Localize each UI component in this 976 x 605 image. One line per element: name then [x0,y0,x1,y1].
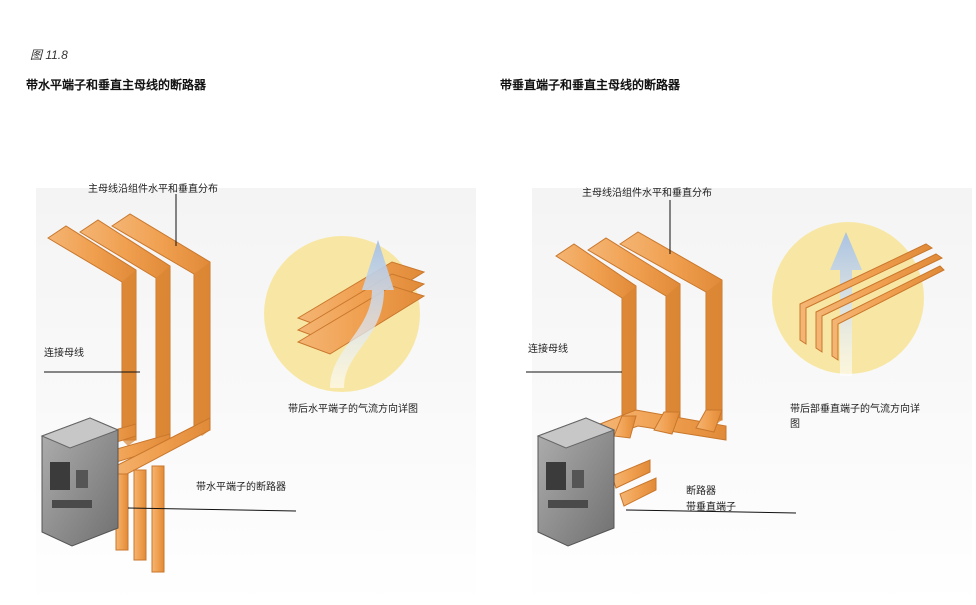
left-main-busbar-label: 主母线沿组件水平和垂直分布 [88,184,218,195]
right-breaker [536,417,616,547]
left-lower-terminals [115,465,165,573]
right-leader-lines [526,200,797,514]
right-airflow-detail [772,222,945,376]
right-panel-title: 带垂直端子和垂直主母线的断路器 [500,78,681,92]
left-breaker [40,417,120,547]
figure-number: 图 11.8 [30,48,68,62]
right-main-busbars [555,231,723,426]
right-main-busbar-label: 主母线沿组件水平和垂直分布 [582,188,712,199]
right-connecting-busbar-label: 连接母线 [528,344,568,355]
left-airflow-detail [264,236,426,392]
right-breaker-label-line2: 带垂直端子 [686,502,736,513]
left-airflow-detail-label: 带后水平端子的气流方向详图 [288,404,418,415]
left-panel-title: 带水平端子和垂直主母线的断路器 [26,78,207,92]
left-connecting-busbar-label: 连接母线 [44,348,84,359]
left-breaker-label: 带水平端子的断路器 [196,482,286,493]
left-leader-lines [44,194,297,512]
right-connecting-busbars [599,409,727,507]
left-main-busbars [47,213,211,456]
right-breaker-label-line1: 断路器 [686,486,716,497]
right-airflow-detail-label: 带后部垂直端子的气流方向详图 [790,404,920,430]
